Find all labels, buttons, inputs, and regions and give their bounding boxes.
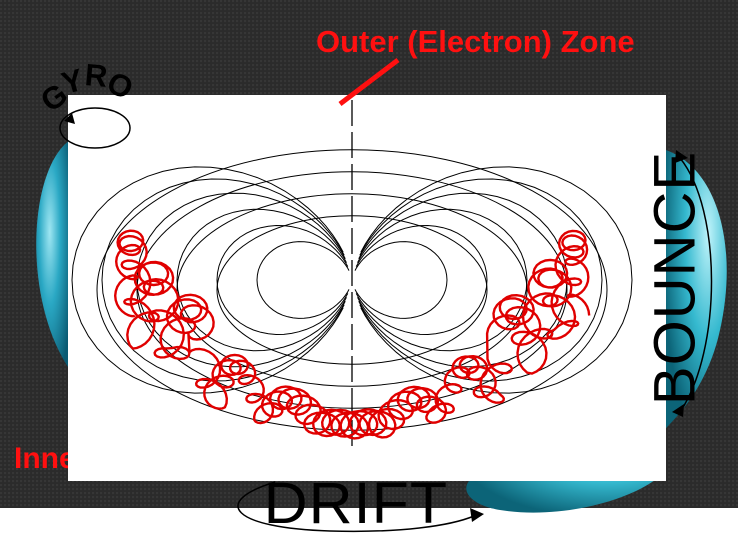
field-line <box>216 224 349 336</box>
bounce-arrowhead-top <box>675 150 688 163</box>
bounce-label: BOUNCE <box>642 150 708 406</box>
field-line <box>354 241 448 319</box>
field-line <box>256 241 350 319</box>
drift-label: DRIFT <box>263 471 449 536</box>
gyro-arrowhead <box>64 113 75 124</box>
field-line <box>176 208 347 352</box>
drift-arc <box>237 481 475 533</box>
bounce-arc <box>679 157 713 413</box>
field-line <box>355 224 488 336</box>
left-belt-lobe <box>36 140 70 370</box>
drift-shell <box>176 193 528 387</box>
field-line <box>359 178 603 382</box>
particle-trajectory <box>114 229 591 440</box>
field-line <box>101 178 345 382</box>
gyro-loop <box>59 107 131 149</box>
bounce-arrowhead-bottom <box>672 404 684 417</box>
right-belt-lobe <box>665 150 727 430</box>
field-line <box>357 208 528 352</box>
drift-arrowhead <box>470 508 484 522</box>
outer-zone-label: Outer (Electron) Zone <box>316 24 635 59</box>
outer-zone-pointer <box>338 58 400 106</box>
magnetic-field-lines <box>71 149 633 431</box>
